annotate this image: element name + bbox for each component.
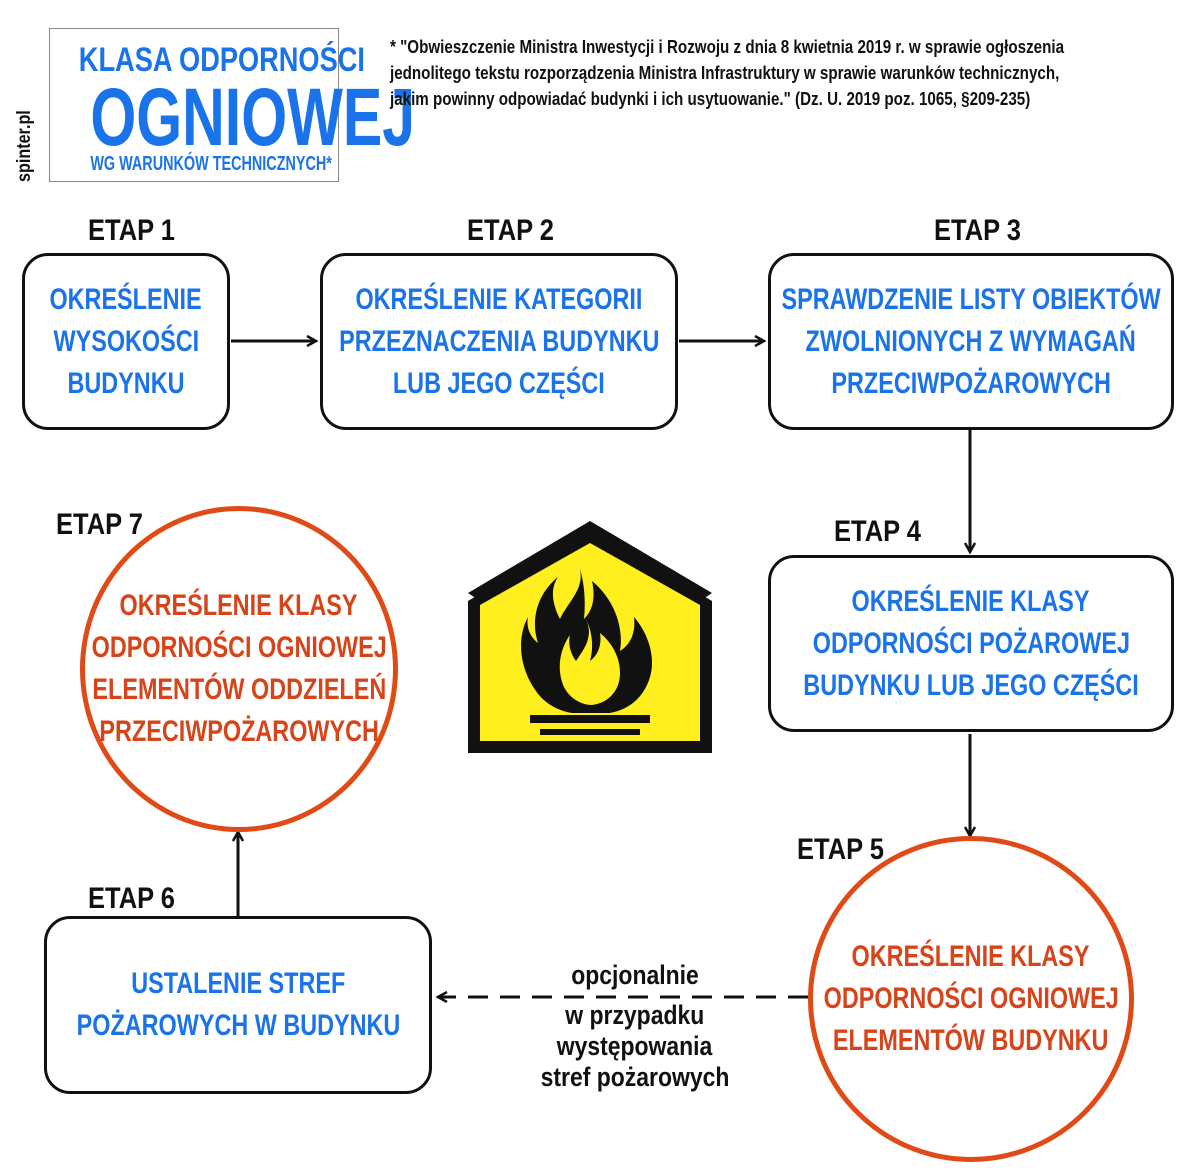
stage-2-box: OKREŚLENIE KATEGORII PRZEZNACZENIA BUDYN… (320, 253, 678, 430)
stage-4-box: OKREŚLENIE KLASY ODPORNOŚCI POŻAROWEJ BU… (768, 555, 1174, 732)
stage-7-circle: OKREŚLENIE KLASY ODPORNOŚCI OGNIOWEJ ELE… (80, 506, 398, 832)
stage-1-label: ETAP 1 (88, 214, 175, 247)
optional-label: opcjonalnie (571, 960, 699, 990)
footnote: * "Obwieszczenie Ministra Inwestycji i R… (390, 34, 1180, 112)
stage-3-label: ETAP 3 (934, 214, 1021, 247)
title-line-1: KLASA ODPORNOŚCI (78, 41, 365, 79)
title-line-3: WG WARUNKÓW TECHNICZNYCH* (90, 153, 332, 175)
stage-7-label: ETAP 7 (56, 508, 143, 541)
footnote-line-1: * "Obwieszczenie Ministra Inwestycji i R… (390, 36, 1065, 57)
stage-6-label: ETAP 6 (88, 882, 175, 915)
footnote-line-3: jakim powinny odpowiadać budynki i ich u… (390, 88, 1031, 109)
optional-note: opcjonalnie w przypadku występowania str… (510, 958, 760, 1093)
footnote-line-2: jednolitego tekstu rozporządzenia Minist… (390, 62, 1060, 83)
stage-2-label: ETAP 2 (467, 214, 554, 247)
stage-5-circle: OKREŚLENIE KLASY ODPORNOŚCI OGNIOWEJ ELE… (808, 836, 1134, 1162)
stage-4-label: ETAP 4 (834, 515, 921, 548)
stage-1-box: OKREŚLENIE WYSOKOŚCI BUDYNKU (22, 253, 230, 430)
stage-6-box: USTALENIE STREF POŻAROWYCH W BUDYNKU (44, 916, 432, 1094)
flammable-building-sign-icon (468, 521, 712, 753)
stage-3-box: SPRAWDZENIE LISTY OBIEKTÓW ZWOLNIONYCH Z… (768, 253, 1174, 430)
stage-5-label: ETAP 5 (797, 833, 884, 866)
